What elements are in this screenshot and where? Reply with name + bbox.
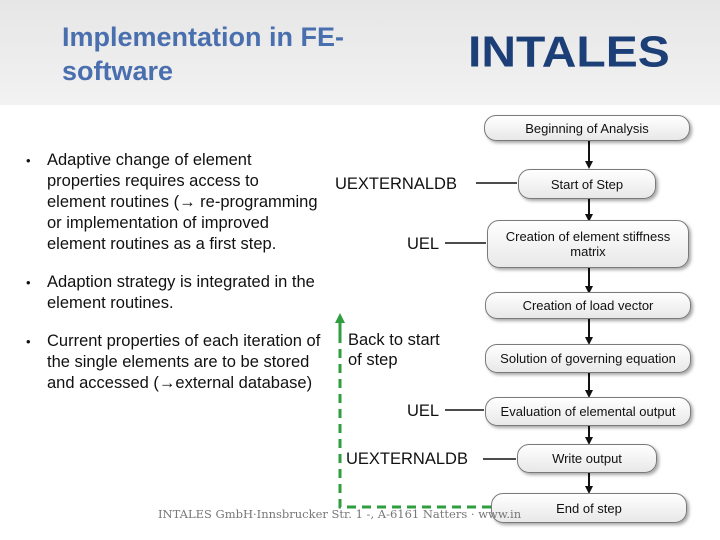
step-solution: Solution of governing equation bbox=[485, 344, 691, 373]
hook-uexternaldb-top: UEXTERNALDB bbox=[335, 175, 457, 193]
hook-uel-top: UEL bbox=[407, 235, 440, 253]
footer-address: INTALES GmbH·Innsbrucker Str. 1 -, A-616… bbox=[158, 507, 522, 521]
hook-back-to-start: Back to start of step bbox=[348, 331, 440, 369]
step-element-stiffness-matrix: Creation of element stiffness matrix bbox=[487, 220, 689, 268]
bullet-item: Adaptive change of element properties re… bbox=[22, 150, 322, 255]
bullet-item: Current properties of each iteration of … bbox=[22, 331, 322, 394]
hook-uel-bottom: UEL bbox=[407, 402, 440, 420]
intales-logo: INTALES bbox=[468, 28, 670, 77]
back-loop-line bbox=[338, 325, 491, 509]
bullet-item: Adaption strategy is integrated in the e… bbox=[22, 272, 322, 314]
page-title: Implementation in FE-software bbox=[62, 22, 345, 86]
step-beginning-of-analysis: Beginning of Analysis bbox=[484, 115, 690, 141]
step-load-vector: Creation of load vector bbox=[485, 292, 691, 319]
hook-uexternaldb-bottom: UEXTERNALDB bbox=[346, 450, 468, 468]
bullet-list: Adaptive change of element properties re… bbox=[22, 150, 322, 411]
step-write-output: Write output bbox=[517, 444, 657, 473]
header-band: Implementation in FE-software INTALES bbox=[0, 0, 720, 105]
step-end-of-step: End of step bbox=[491, 493, 687, 523]
step-start-of-step: Start of Step bbox=[518, 169, 656, 199]
step-elemental-output: Evaluation of elemental output bbox=[485, 397, 691, 426]
